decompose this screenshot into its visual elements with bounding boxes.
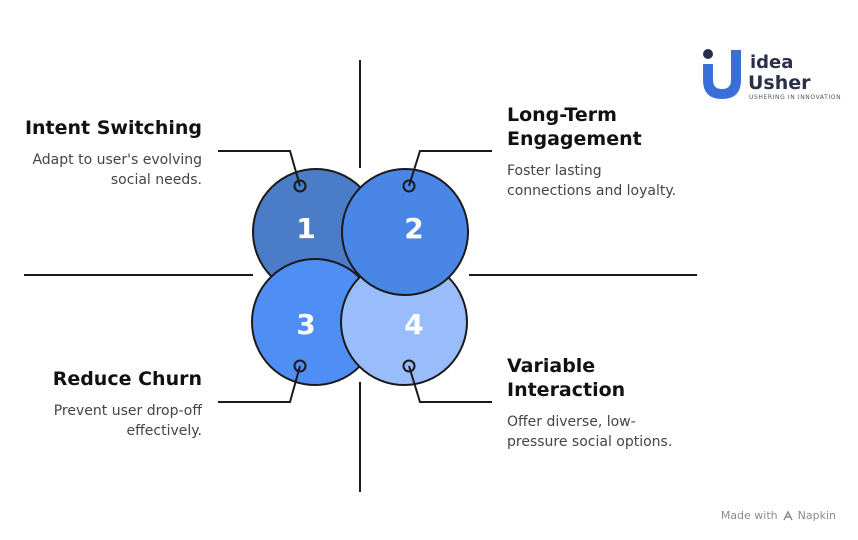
leader-3 <box>218 365 301 403</box>
logo-line2: Usher <box>748 72 811 94</box>
logo-dot-icon <box>703 49 713 59</box>
heading-variable-interaction: Variable Interaction <box>507 354 625 402</box>
idea-usher-logo: idea Usher USHERING IN INNOVATION <box>703 49 841 101</box>
desc-2: Foster lasting connections and loyalty. <box>507 161 676 201</box>
heading-2-line-2: Engagement <box>507 128 642 150</box>
desc-1-line-1: Adapt to user's evolving <box>32 152 202 168</box>
desc-3-line-2: effectively. <box>126 423 202 439</box>
leader-1 <box>218 150 301 187</box>
made-with-napkin-footer: Made with Napkin <box>721 509 836 522</box>
number-2: 2 <box>404 212 423 245</box>
desc-3: Prevent user drop-off effectively. <box>54 401 202 441</box>
leader-dot-2 <box>402 179 416 193</box>
heading-2-line-1: Long-Term <box>507 104 617 126</box>
circle-2 <box>341 168 469 296</box>
logo-tagline: USHERING IN INNOVATION <box>749 94 841 101</box>
leader-4 <box>408 365 492 403</box>
desc-3-line-1: Prevent user drop-off <box>53 403 202 419</box>
number-3: 3 <box>296 308 315 341</box>
heading-intent-switching: Intent Switching <box>24 117 202 139</box>
desc-4-line-1: Offer diverse, low- <box>507 414 636 430</box>
desc-2-line-2: connections and loyalty. <box>507 183 677 199</box>
desc-2-line-1: Foster lasting <box>507 163 602 179</box>
number-1: 1 <box>296 212 315 245</box>
napkin-brand: Napkin <box>797 509 836 522</box>
desc-1-line-2: social needs. <box>110 172 202 188</box>
heading-reduce-churn: Reduce Churn <box>52 368 202 390</box>
number-4: 4 <box>404 308 423 341</box>
logo-u-icon <box>703 50 741 99</box>
desc-4-line-2: pressure social options. <box>507 434 673 450</box>
leader-2 <box>408 150 492 187</box>
leader-dot-3 <box>293 359 307 373</box>
logo-line1: idea <box>750 52 793 73</box>
desc-1: Adapt to user's evolving social needs. <box>32 150 202 190</box>
desc-4: Offer diverse, low- pressure social opti… <box>507 412 672 452</box>
leader-dot-1 <box>293 179 307 193</box>
heading-long-term-engagement: Long-Term Engagement <box>507 103 642 151</box>
leader-dot-4 <box>402 359 416 373</box>
heading-4-line-1: Variable <box>507 355 596 377</box>
napkin-icon <box>783 509 793 520</box>
heading-4-line-2: Interaction <box>507 379 626 401</box>
made-with-label: Made with <box>720 509 778 522</box>
